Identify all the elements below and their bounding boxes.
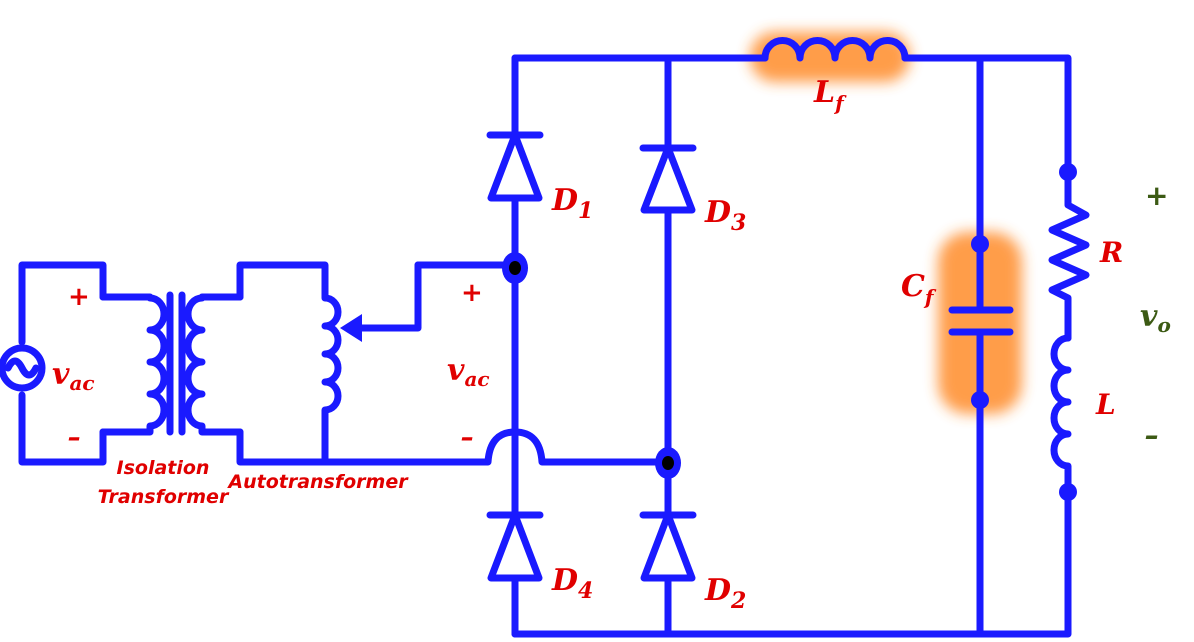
load-terminal-top bbox=[1059, 163, 1077, 181]
ac-source-sine bbox=[4, 357, 40, 379]
diode-d4-label: D4 bbox=[551, 563, 593, 604]
load-inductor-label: L bbox=[1095, 388, 1116, 421]
output-plus-label: + bbox=[1145, 179, 1168, 212]
bottom-rail-wire bbox=[511, 488, 1072, 638]
capacitor-terminal-top bbox=[971, 235, 989, 253]
autotransformer-label: Autotransformer bbox=[226, 471, 409, 493]
autotransformer-wiper bbox=[351, 261, 422, 332]
capacitor-terminal-bottom bbox=[971, 391, 989, 409]
top-rail-wire bbox=[511, 54, 1072, 176]
ac-source-icon bbox=[0, 344, 46, 392]
isolation-to-auto-wire bbox=[236, 261, 329, 466]
output-minus-label: – bbox=[1145, 419, 1159, 452]
load-resistor-r bbox=[1048, 168, 1090, 342]
load-resistor-label: R bbox=[1099, 236, 1123, 269]
circuit-wires bbox=[0, 37, 1090, 638]
diode-d2 bbox=[639, 511, 697, 582]
diode-d3 bbox=[639, 144, 697, 214]
diode-d2-label: D2 bbox=[704, 573, 746, 614]
filter-inductor-label: Lf bbox=[813, 75, 847, 115]
isolation-secondary-coil bbox=[184, 293, 244, 436]
filter-inductor-lf bbox=[761, 37, 909, 62]
source-voltage-label: vac bbox=[52, 357, 95, 395]
bridge-input-minus-wire bbox=[321, 428, 672, 466]
isolation-transformer-label-line2: Transformer bbox=[98, 486, 230, 508]
isolation-transformer-label-line1: Isolation bbox=[117, 457, 210, 479]
filter-capacitor-cf bbox=[948, 306, 1014, 336]
input-minus-label: – bbox=[461, 423, 474, 453]
labels: + – vac Isolation Transformer Autotransf… bbox=[52, 75, 1171, 614]
filter-capacitor-label: Cf bbox=[901, 269, 937, 309]
isolation-transformer-core bbox=[166, 291, 186, 436]
diode-d1-label: D1 bbox=[551, 183, 593, 224]
source-loop-wire-bottom bbox=[18, 391, 107, 466]
output-voltage-label: vo bbox=[1140, 299, 1171, 337]
load-inductor-l bbox=[1050, 334, 1072, 496]
autotransformer-wiper-arrowhead bbox=[340, 314, 362, 342]
diode-d3-label: D3 bbox=[704, 195, 746, 236]
autotransformer-coil bbox=[321, 293, 342, 466]
input-plus-label: + bbox=[461, 278, 483, 308]
isolation-primary-coil bbox=[99, 293, 168, 436]
diode-d1 bbox=[486, 131, 544, 202]
source-loop-wire bbox=[18, 261, 107, 346]
source-minus-label: – bbox=[68, 423, 81, 453]
load-terminal-bottom bbox=[1059, 483, 1077, 501]
junction-dots bbox=[502, 163, 1077, 501]
filter-capacitor-glow bbox=[938, 232, 1022, 414]
source-plus-label: + bbox=[68, 282, 90, 312]
diode-d4 bbox=[486, 511, 544, 582]
input-voltage-label: vac bbox=[447, 353, 490, 391]
